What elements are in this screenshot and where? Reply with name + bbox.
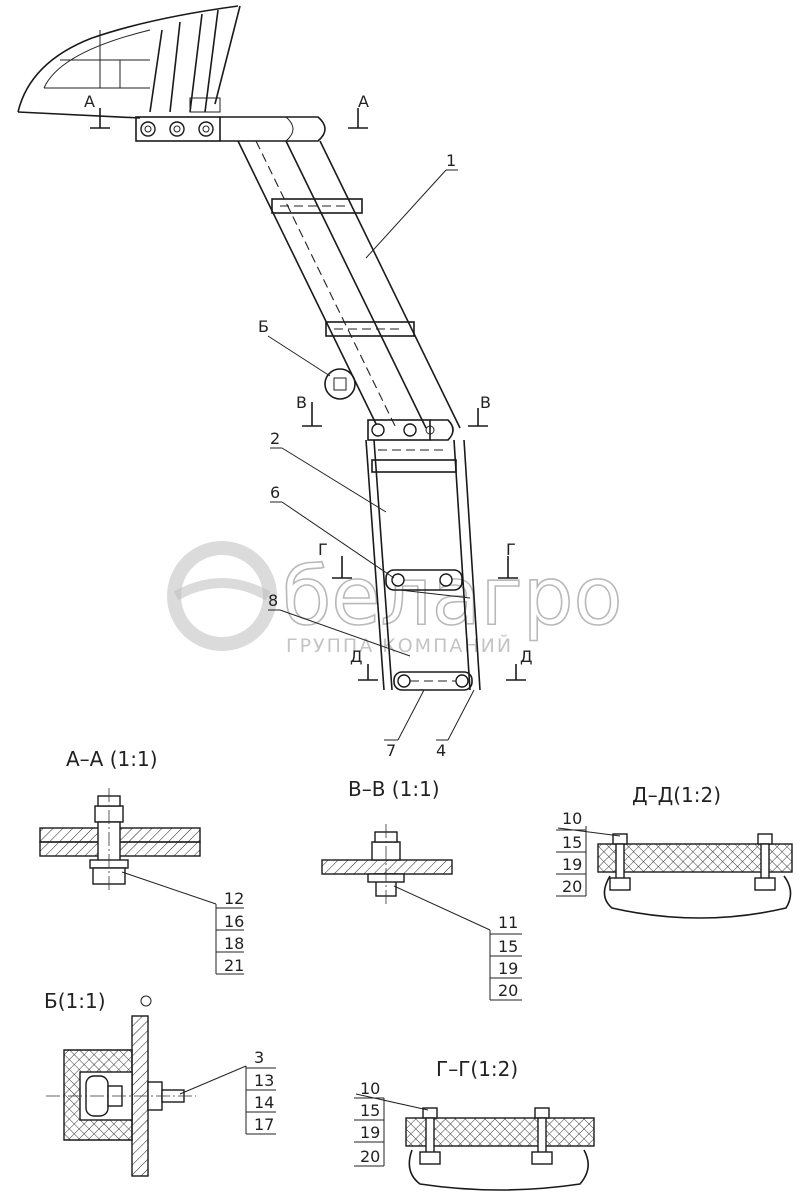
aa-part-12: 12 <box>224 889 244 908</box>
detail-b-title: Б(1:1) <box>44 989 106 1013</box>
section-d-left-label: Д <box>350 647 363 666</box>
detail-b: Б(1:1) 3 13 14 17 <box>44 989 276 1177</box>
section-a-left-label: А <box>84 92 95 111</box>
section-aa-title: А–А (1:1) <box>66 747 158 771</box>
callouts <box>268 169 475 741</box>
gg-part-19: 19 <box>360 1123 380 1142</box>
fender-body <box>17 5 241 119</box>
callout-7: 7 <box>386 741 396 760</box>
callout-8: 8 <box>268 591 278 610</box>
detail-marker-icon <box>140 995 152 1007</box>
b-part-14: 14 <box>254 1093 274 1112</box>
section-markers <box>90 108 526 681</box>
callout-6: 6 <box>270 483 280 502</box>
section-v-right-label: В <box>480 393 491 412</box>
section-gg-title: Г–Г(1:2) <box>436 1057 518 1081</box>
callout-2: 2 <box>270 429 280 448</box>
section-vv-title: В–В (1:1) <box>348 777 440 801</box>
detail-b-marker <box>324 368 356 400</box>
vv-part-11: 11 <box>498 913 518 932</box>
mounting-bar-top <box>135 116 326 142</box>
watermark-brand: белагро <box>282 550 622 643</box>
gg-part-10: 10 <box>360 1079 380 1098</box>
main-view: А А В В Г Г Д Д Б 1 2 6 8 7 4 <box>17 5 533 760</box>
belagro-logo-icon <box>167 541 277 651</box>
vv-part-20: 20 <box>498 981 518 1000</box>
b-part-3: 3 <box>254 1048 264 1067</box>
section-g-right-label: Г <box>506 540 516 559</box>
gg-part-15: 15 <box>360 1101 380 1120</box>
joint-plate-upper <box>367 419 454 441</box>
aa-part-18: 18 <box>224 934 244 953</box>
dd-part-15: 15 <box>562 833 582 852</box>
b-part-17: 17 <box>254 1115 274 1134</box>
section-aa: А–А (1:1) 12 16 18 21 <box>39 747 244 975</box>
aa-part-21: 21 <box>224 956 244 975</box>
section-vv: В–В (1:1) 11 15 19 20 <box>321 777 522 1001</box>
dd-part-19: 19 <box>562 855 582 874</box>
watermark: белагро ГРУППА КОМПАНИЙ <box>167 541 623 657</box>
dd-part-20: 20 <box>562 877 582 896</box>
section-d-right-label: Д <box>520 647 533 666</box>
section-a-right-label: А <box>358 92 369 111</box>
section-v-left-label: В <box>296 393 307 412</box>
section-g-left-label: Г <box>318 540 328 559</box>
callout-4: 4 <box>436 741 446 760</box>
detail-b-label: Б <box>258 317 269 336</box>
callout-1: 1 <box>446 151 456 170</box>
dd-part-10: 10 <box>562 809 582 828</box>
section-gg: Г–Г(1:2) 10 15 19 20 <box>354 1057 595 1191</box>
b-part-13: 13 <box>254 1071 274 1090</box>
gg-part-20: 20 <box>360 1147 380 1166</box>
vv-part-15: 15 <box>498 937 518 956</box>
section-dd: Д–Д(1:2) 10 15 19 20 <box>556 783 793 919</box>
vv-part-19: 19 <box>498 959 518 978</box>
watermark-tagline: ГРУППА КОМПАНИЙ <box>286 634 513 657</box>
section-dd-title: Д–Д(1:2) <box>632 783 721 807</box>
aa-part-16: 16 <box>224 912 244 931</box>
ladder-upper <box>237 140 461 429</box>
